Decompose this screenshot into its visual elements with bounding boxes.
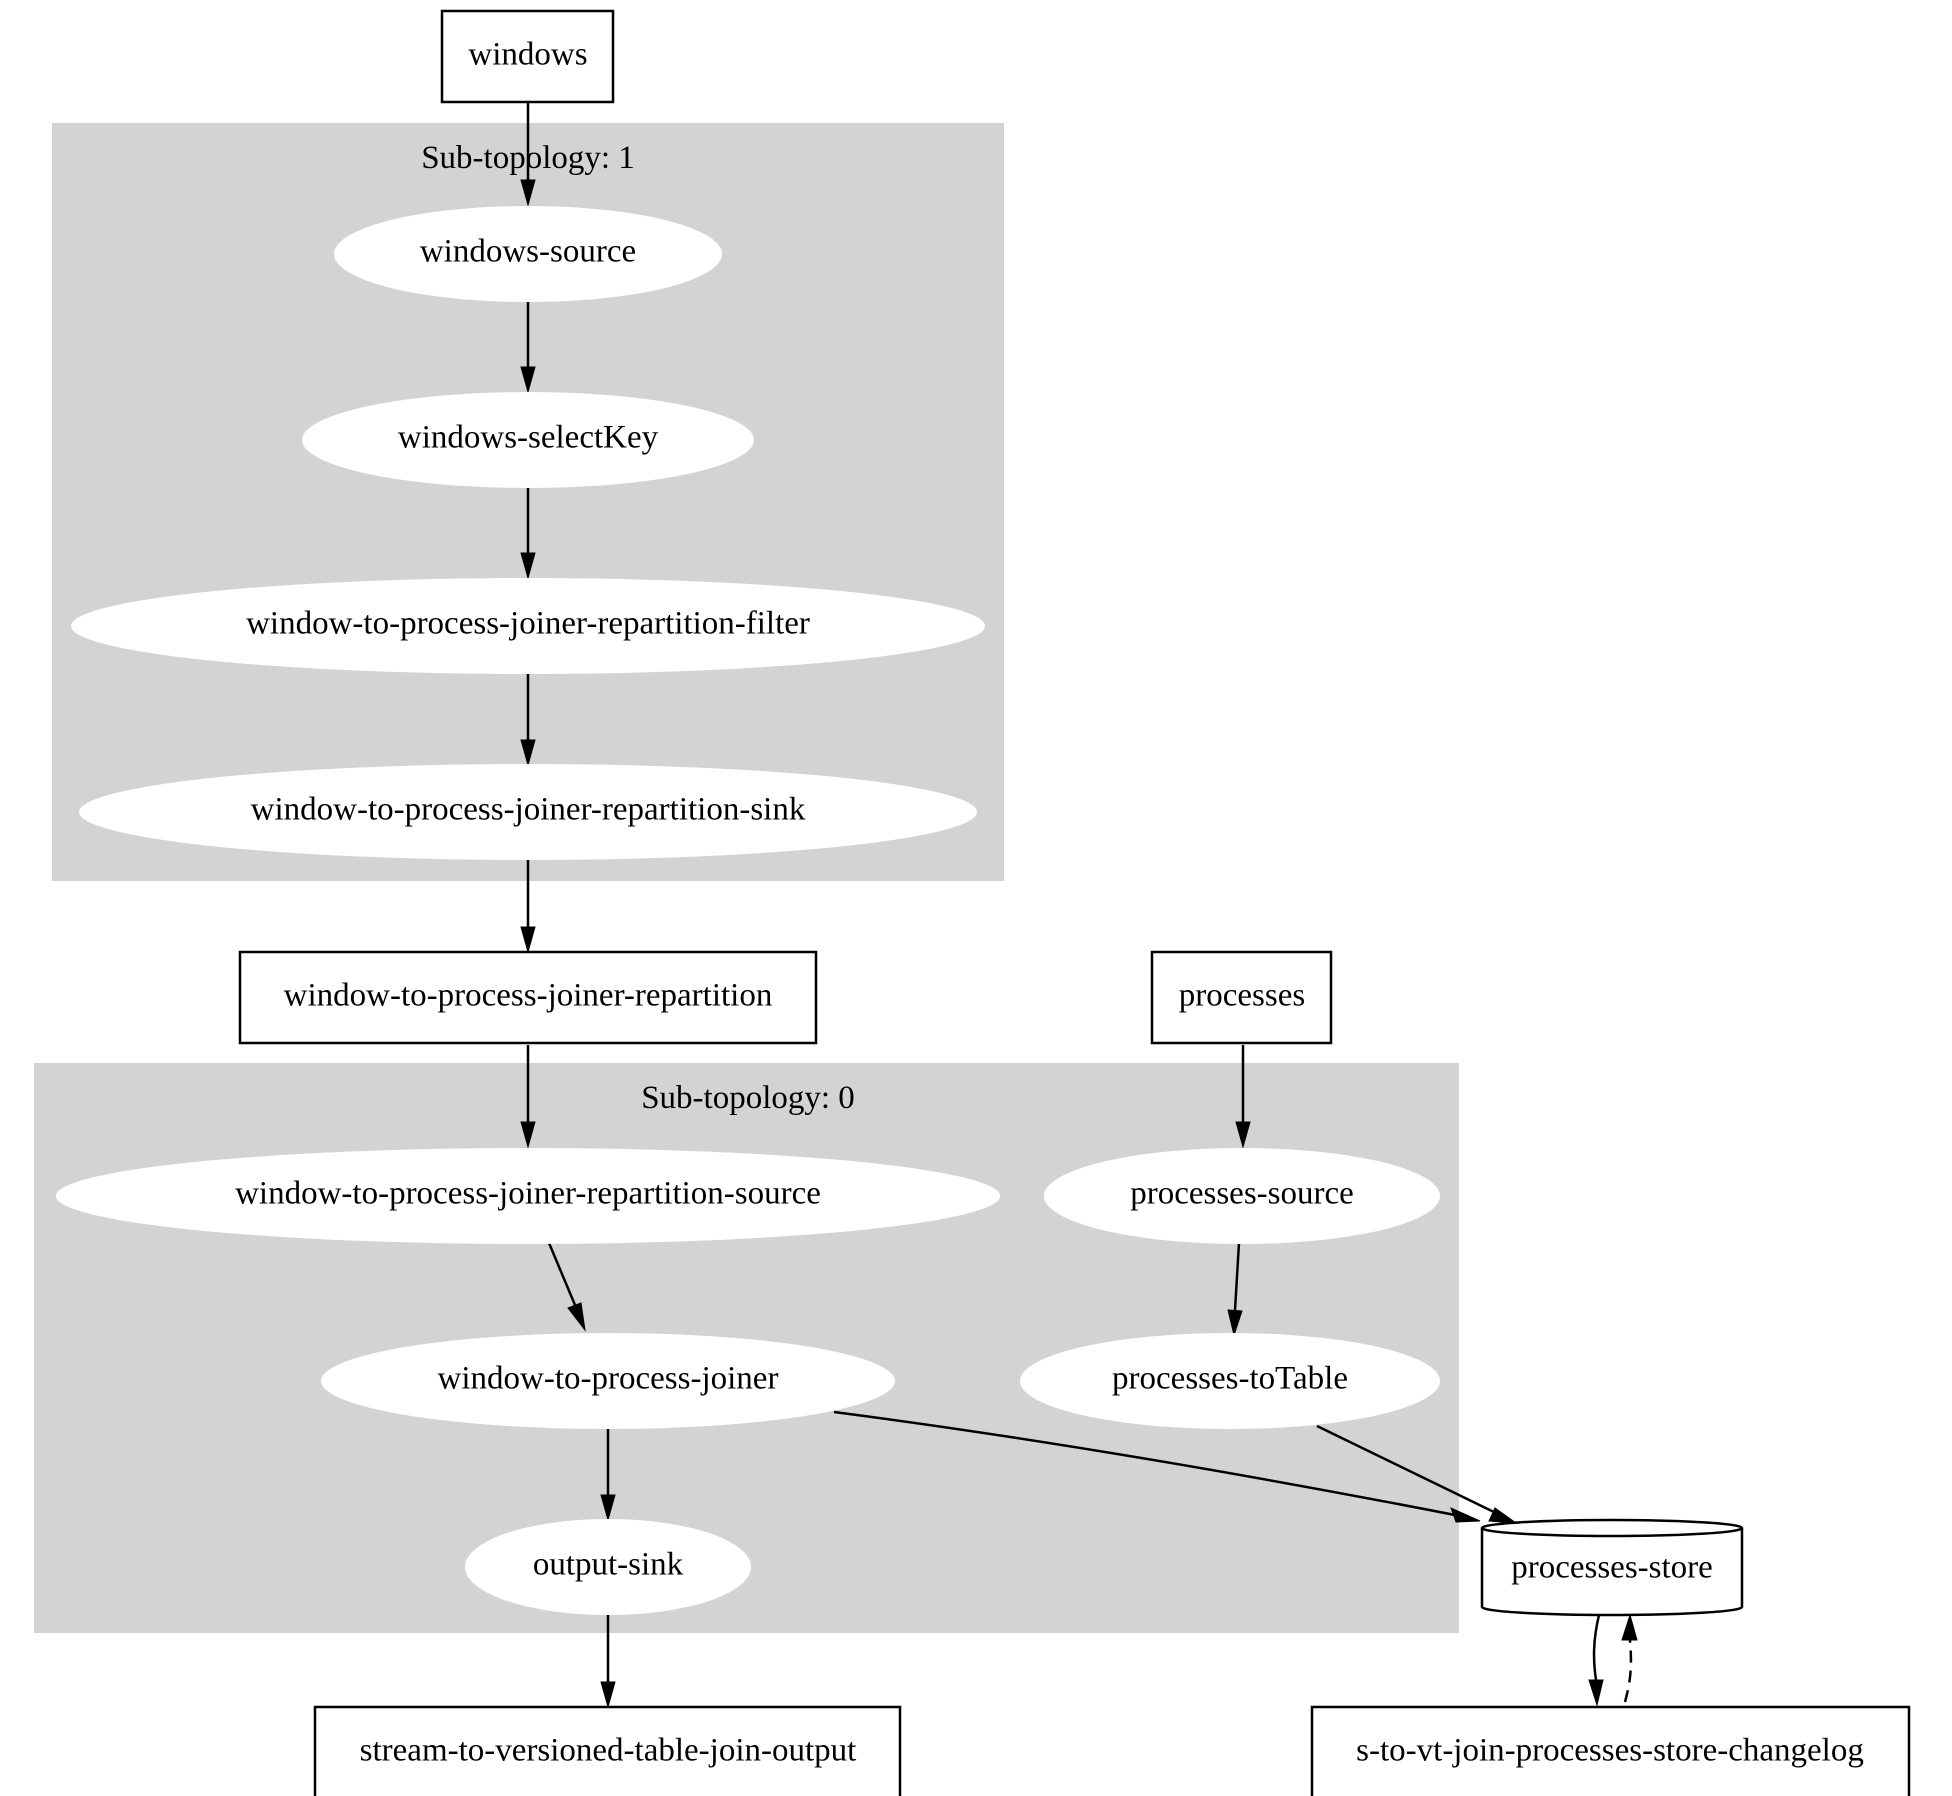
edge-output-sink-to-output-topic [600,1615,616,1709]
topic-label-changelog: s-to-vt-join-processes-store-changelog [1356,1733,1864,1769]
edge-repartition-topic-to-repartition-source [520,1045,536,1149]
processor-label-repartition-sink: window-to-process-joiner-repartition-sin… [251,792,806,828]
processor-node-windows-selectkey[interactable]: windows-selectKey [302,392,754,488]
edge-changelog-to-processes-store [1621,1613,1638,1703]
processor-label-repartition-source: window-to-process-joiner-repartition-sou… [235,1176,821,1212]
processor-node-processes-source[interactable]: processes-source [1044,1148,1440,1244]
edge-windows-to-windows-source [520,103,536,207]
store-node-processes-store[interactable]: processes-store [1480,1518,1744,1617]
processor-label-joiner: window-to-process-joiner [438,1361,779,1397]
processor-label-processes-totable: processes-toTable [1112,1361,1348,1397]
topic-node-output[interactable]: stream-to-versioned-table-join-output [313,1705,902,1796]
cluster-sub-topology-1-label: Sub-topology: 1 [421,140,635,176]
processor-label-processes-source: processes-source [1130,1176,1354,1212]
edges [520,103,1638,1709]
processor-label-windows-selectkey: windows-selectKey [398,420,659,456]
topic-label-repartition: window-to-process-joiner-repartition [284,978,773,1014]
edge-selectkey-to-repartition-filter [520,487,536,580]
processor-node-repartition-sink[interactable]: window-to-process-joiner-repartition-sin… [79,764,977,860]
processor-node-repartition-filter[interactable]: window-to-process-joiner-repartition-fil… [71,578,985,674]
processor-node-joiner[interactable]: window-to-process-joiner [321,1333,895,1429]
processor-node-repartition-source[interactable]: window-to-process-joiner-repartition-sou… [56,1148,1000,1244]
topic-node-repartition[interactable]: window-to-process-joiner-repartition [238,950,818,1045]
topic-node-processes[interactable]: processes [1150,950,1333,1045]
processor-node-output-sink[interactable]: output-sink [465,1519,751,1615]
edge-joiner-to-processes-store [833,1410,1481,1523]
topic-node-windows[interactable]: windows [440,9,615,104]
edge-windows-source-to-windows-selectkey [520,300,536,394]
store-label-processes-store: processes-store [1511,1550,1713,1586]
topic-node-changelog[interactable]: s-to-vt-join-processes-store-changelog [1310,1705,1911,1796]
edge-processes-source-to-totable [1227,1242,1243,1337]
edge-totable-to-processes-store [1316,1424,1518,1524]
processor-node-windows-source[interactable]: windows-source [334,206,722,302]
processor-node-processes-totable[interactable]: processes-toTable [1020,1333,1440,1429]
edge-repartition-filter-to-repartition-sink [520,673,536,767]
processor-label-repartition-filter: window-to-process-joiner-repartition-fil… [246,606,810,642]
processor-label-windows-source: windows-source [420,234,636,270]
topic-label-windows: windows [468,37,587,73]
topic-label-output: stream-to-versioned-table-join-output [360,1733,857,1769]
edge-processes-to-processes-source [1235,1045,1251,1149]
processor-label-output-sink: output-sink [533,1547,684,1583]
edge-repartition-source-to-joiner [547,1242,586,1332]
edge-joiner-to-output-sink [600,1428,616,1522]
topic-label-processes: processes [1179,978,1305,1014]
edge-repartition-sink-to-repartition-topic [520,860,536,954]
cluster-sub-topology-0-label: Sub-topology: 0 [641,1080,855,1116]
edge-processes-store-to-changelog [1588,1614,1604,1707]
